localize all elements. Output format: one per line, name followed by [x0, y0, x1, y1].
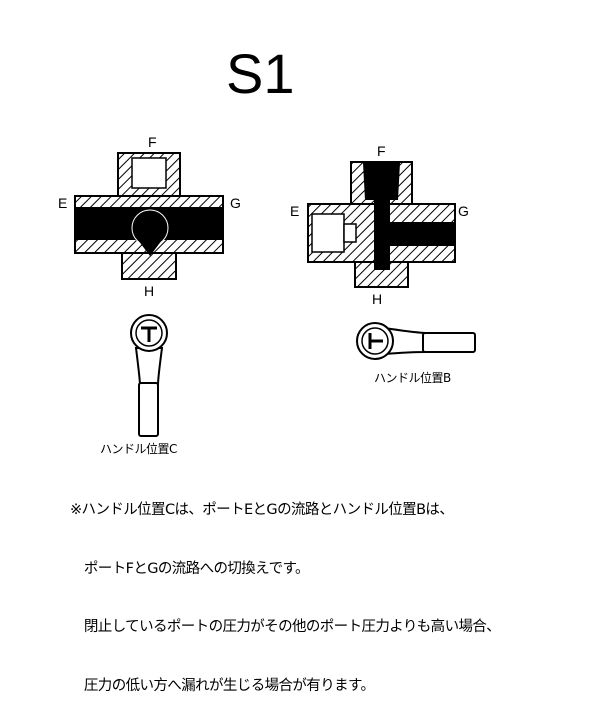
note-line: 閉止しているポートの圧力がその他のポート圧力よりも高い場合、 [70, 619, 501, 635]
handle-c-icon [130, 314, 168, 437]
note-line: 圧力の低い方へ漏れが生じる場合が有ります。 [70, 677, 375, 694]
handle-b-icon [356, 322, 476, 360]
port-label-g: G [458, 203, 469, 219]
note-line: ※ハンドル位置Cは、ポートEとGの流路とハンドル位置Bは、 [70, 502, 454, 518]
page-title: S1 [226, 42, 295, 105]
valve-position-b-section [307, 161, 456, 288]
handle-position-b-label: ハンドル位置B [374, 371, 451, 385]
port-label-g: G [230, 195, 241, 211]
valve-position-c-section [74, 152, 224, 280]
port-label-f: F [148, 134, 157, 150]
port-label-e: E [58, 195, 67, 211]
note-line: ポートFとGの流路への切換えです。 [70, 560, 310, 577]
notes: ※ハンドル位置Cは、ポートEとGの流路とハンドル位置Bは、 ポートFとGの流路へ… [70, 462, 501, 716]
port-label-h: H [144, 283, 154, 299]
valve-diagrams: F E G H F E G H [58, 134, 476, 437]
port-label-h: H [372, 291, 382, 307]
port-label-f: F [377, 143, 386, 159]
port-label-e: E [290, 203, 299, 219]
handle-position-c-label: ハンドル位置C [100, 442, 177, 456]
